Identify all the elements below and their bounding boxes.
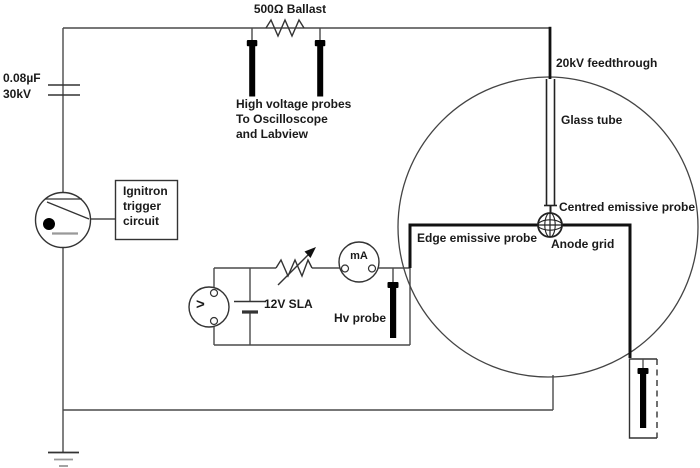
trigger-box-label-line1: Ignitron [123,184,168,198]
battery-label: 12V SLA [264,297,313,311]
feedthrough-label: 20kV feedthrough [556,56,658,70]
voltmeter-glyph: > [196,296,205,313]
centred-emissive-probe-symbol [537,212,563,238]
anode-grid-label: Anode grid [551,237,615,251]
hv-probes-label-line3: and Labview [236,127,309,141]
hv-probe-symbol [387,282,399,338]
hv-scope-probe-1 [246,40,258,97]
ammeter-symbol [338,241,380,283]
variable-resistor-symbol [275,247,316,286]
vacuum-chamber-circle [397,76,699,378]
ballast-resistor-symbol [265,18,305,38]
capacitor-value-label: 0.08µF [3,71,41,85]
glass-tube-label: Glass tube [561,113,623,127]
hv-probe-label: Hv probe [334,311,387,325]
glass-tube-symbol [544,79,557,214]
hv-probes-label-line1: High voltage probes [236,97,352,111]
ammeter-label: mA [350,250,368,262]
hv-probes-label-line2: To Oscilloscope [236,112,328,126]
hv-scope-probe-2 [314,40,326,97]
variable-resistor-arrowhead [304,247,316,258]
ballast-label: 500Ω Ballast [253,2,327,16]
centred-probe-label: Centred emissive probe [559,200,696,214]
anode-grid-lines [408,223,632,358]
trigger-circuit-box [114,179,179,241]
ignitron-cathode-dot [43,218,55,230]
edge-probe-label: Edge emissive probe [417,231,538,245]
ground-symbol [48,451,79,467]
dump-probe-symbol [637,359,649,428]
ignitron-symbol [34,191,92,249]
capacitor-rating-label: 30kV [3,87,32,101]
battery-symbol [234,300,266,314]
trigger-box-label-line2: trigger [123,199,162,213]
trigger-box-label-line3: circuit [123,214,160,228]
capacitor-symbol [48,84,80,96]
main-wires [62,27,554,452]
voltmeter-symbol [188,286,230,328]
